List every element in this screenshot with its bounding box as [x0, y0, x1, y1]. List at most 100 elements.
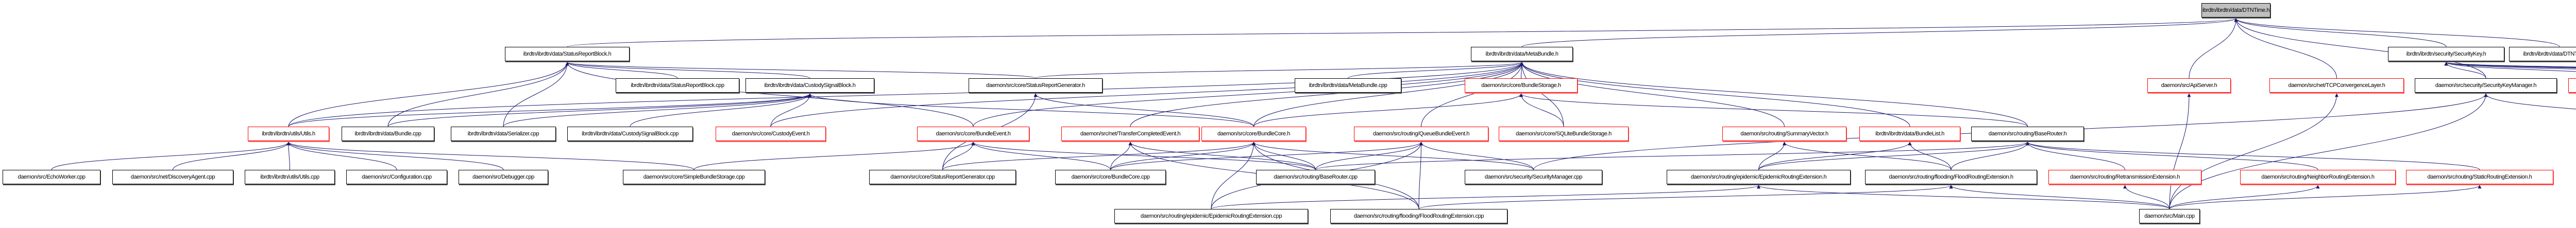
- dependency-edge: [286, 142, 504, 170]
- graph-node[interactable]: daemon/src/core/StatusReportGenerator.cp…: [869, 170, 1016, 184]
- dependency-edge: [2234, 18, 2447, 47]
- dependency-edge: [565, 62, 678, 79]
- dependency-edge: [1110, 142, 1423, 170]
- dependency-edge: [288, 62, 1524, 127]
- graph-node[interactable]: daemon/src/core/BundleStorage.h: [1465, 78, 1578, 93]
- graph-node[interactable]: daemon/src/core/BundleEvent.h: [917, 127, 1029, 141]
- dependency-edge: [1520, 62, 1564, 127]
- graph-node[interactable]: daemon/src/routing/flooding/FloodRouting…: [1865, 170, 2037, 184]
- dependency-edge: [2123, 185, 2170, 209]
- graph-node[interactable]: daemon/src/net/TransferCompletedEvent.h: [1061, 127, 1199, 141]
- graph-node[interactable]: daemon/src/routing/StaticRoutingExtensio…: [2406, 170, 2553, 184]
- graph-node[interactable]: ibrdtn/ibrdtn/data/CustodySignalBlock.cp…: [567, 127, 693, 141]
- graph-node[interactable]: daemon/src/Main.cpp: [2139, 209, 2200, 223]
- dependency-edge: [2234, 18, 2337, 79]
- graph-node[interactable]: ibrdtn/ibrdtn/security/SecurityKey.h: [2388, 47, 2504, 61]
- dependency-edge: [2169, 185, 2482, 209]
- graph-node[interactable]: ibrdtn/ibrdtn/data/Bundle.cpp: [342, 127, 434, 141]
- graph-node[interactable]: daemon/src/Debugger.cpp: [459, 170, 548, 184]
- dependency-edge: [1949, 185, 2170, 209]
- dependency-edge: [1035, 62, 1524, 79]
- dependency-edge: [1519, 93, 1564, 127]
- dependency-edge: [2026, 142, 2125, 170]
- dependency-edge: [1253, 62, 1524, 127]
- graph-node[interactable]: daemon/src/core/StatusReportGenerator.h: [969, 78, 1103, 93]
- dependency-edge: [2234, 18, 2486, 79]
- graph-node[interactable]: daemon/src/routing/QueueBundleEvent.h: [1354, 127, 1488, 141]
- dependency-edge: [288, 62, 569, 127]
- graph-node[interactable]: daemon/src/routing/BaseRouter.cpp: [1256, 170, 1375, 184]
- graph-node[interactable]: daemon/src/routing/BaseRouter.h: [1971, 127, 2084, 141]
- dependency-edge: [1252, 142, 1534, 170]
- dependency-edge: [2444, 62, 2576, 69]
- graph-node[interactable]: ibrdtn/ibrdtn/utils/Utils.h: [248, 127, 329, 141]
- graph-node[interactable]: daemon/src/routing/flooding/FloodRouting…: [1330, 209, 1507, 223]
- dependency-edge: [565, 62, 810, 79]
- graph-node[interactable]: daemon/src/core/SimpleBundleStorage.cpp: [623, 170, 765, 184]
- dependency-edge: [1253, 93, 1523, 127]
- dependency-edge: [1418, 185, 1953, 209]
- dependency-edge: [2444, 62, 2576, 72]
- graph-node[interactable]: daemon/src/ApiServer.h: [2147, 78, 2231, 93]
- graph-node[interactable]: ibrdtn/ibrdtn/data/MetaBundle.h: [1471, 47, 1573, 61]
- graph-node[interactable]: daemon/src/routing/epidemic/EpidemicRout…: [1114, 209, 1308, 223]
- graph-node[interactable]: ibrdtn/ibrdtn/data/CustodySignalBlock.h: [745, 78, 874, 93]
- graph-node[interactable]: ibrdtn/ibrdtn/data/StatusReportBlock.cpp: [616, 78, 739, 93]
- dependency-edge: [1252, 142, 1316, 170]
- graph-node[interactable]: daemon/src/core/BundleCore.cpp: [1055, 170, 1166, 184]
- graph-node[interactable]: ibrdtn/ibrdtn/security/PayloadConfidenti…: [2568, 78, 2576, 93]
- dependency-edge: [1211, 142, 1256, 209]
- graph-node[interactable]: ibrdtn/ibrdtn/data/MetaBundle.cpp: [1295, 78, 1401, 93]
- dependency-edge: [387, 93, 812, 127]
- graph-node[interactable]: daemon/src/net/DiscoveryAgent.cpp: [112, 170, 233, 184]
- graph-node[interactable]: daemon/src/core/SQLiteBundleStorage.h: [1499, 127, 1629, 141]
- graph-node[interactable]: daemon/src/core/BundleCore.h: [1201, 127, 1306, 141]
- dependency-edge: [288, 93, 812, 127]
- dependency-edge: [1110, 142, 1132, 170]
- dependency-edge: [503, 62, 569, 127]
- graph-node[interactable]: ibrdtn/ibrdtn/utils/Utils.cpp: [245, 170, 335, 184]
- graph-node[interactable]: daemon/src/routing/NeighborRoutingExtens…: [2240, 170, 2396, 184]
- graph-node[interactable]: daemon/src/security/SecurityKeyManager.h: [2415, 78, 2557, 93]
- dependency-edge: [2169, 93, 2191, 209]
- dependency-edge: [1315, 142, 1423, 170]
- graph-node[interactable]: ibrdtn/ibrdtn/data/StatusReportBlock.h: [505, 47, 630, 61]
- dependency-edge: [2189, 18, 2238, 79]
- dependency-edge: [387, 62, 569, 127]
- dependency-edge: [1951, 142, 2029, 170]
- graph-node[interactable]: daemon/src/security/SecurityManager.cpp: [1465, 170, 1602, 184]
- dependency-edge: [1758, 142, 2029, 170]
- dependency-edge: [2445, 62, 2576, 68]
- dependency-edge: [503, 93, 812, 127]
- dependency-edge: [173, 142, 291, 170]
- graph-node[interactable]: daemon/src/routing/RetransmissionExtensi…: [2048, 170, 2201, 184]
- graph-node[interactable]: ibrdtn/ibrdtn/data/BundleList.h: [1859, 127, 1960, 141]
- graph-node[interactable]: daemon/src/Configuration.cpp: [346, 170, 447, 184]
- dependency-edge: [2026, 142, 2480, 170]
- dependency-edge: [1520, 62, 1785, 127]
- dependency-edge: [693, 142, 975, 170]
- graph-node[interactable]: ibrdtn/ibrdtn/data/DTNTime.cpp: [2509, 47, 2576, 61]
- dependency-edge: [1419, 142, 1534, 170]
- dependency-edge: [1908, 142, 1952, 170]
- dependency-edge: [2026, 142, 2318, 170]
- graph-node[interactable]: daemon/src/EchoWorker.cpp: [3, 170, 100, 184]
- dependency-edge: [2169, 185, 2320, 209]
- dependency-edge: [770, 62, 1524, 127]
- dependency-edge: [2445, 62, 2576, 67]
- dependency-edge: [1757, 185, 2170, 209]
- dependency-edge: [1521, 18, 2238, 47]
- dependency-edge: [1315, 142, 2029, 170]
- graph-node[interactable]: daemon/src/core/CustodyEvent.h: [716, 127, 826, 141]
- dependency-edge: [286, 142, 397, 170]
- dependency-edge: [1033, 93, 1254, 127]
- dependency-edge: [286, 142, 291, 170]
- dependency-edge: [51, 142, 291, 170]
- graph-node[interactable]: ibrdtn/ibrdtn/data/Serializer.cpp: [451, 127, 556, 141]
- graph-node[interactable]: daemon/src/routing/SummaryVector.h: [1722, 127, 1846, 141]
- dependency-edge: [567, 18, 2238, 47]
- graph-node[interactable]: daemon/src/routing/epidemic/EpidemicRout…: [1667, 170, 1851, 184]
- dependency-edge: [1110, 142, 1256, 170]
- graph-node[interactable]: daemon/src/net/TCPConvergenceLayer.h: [2269, 78, 2404, 93]
